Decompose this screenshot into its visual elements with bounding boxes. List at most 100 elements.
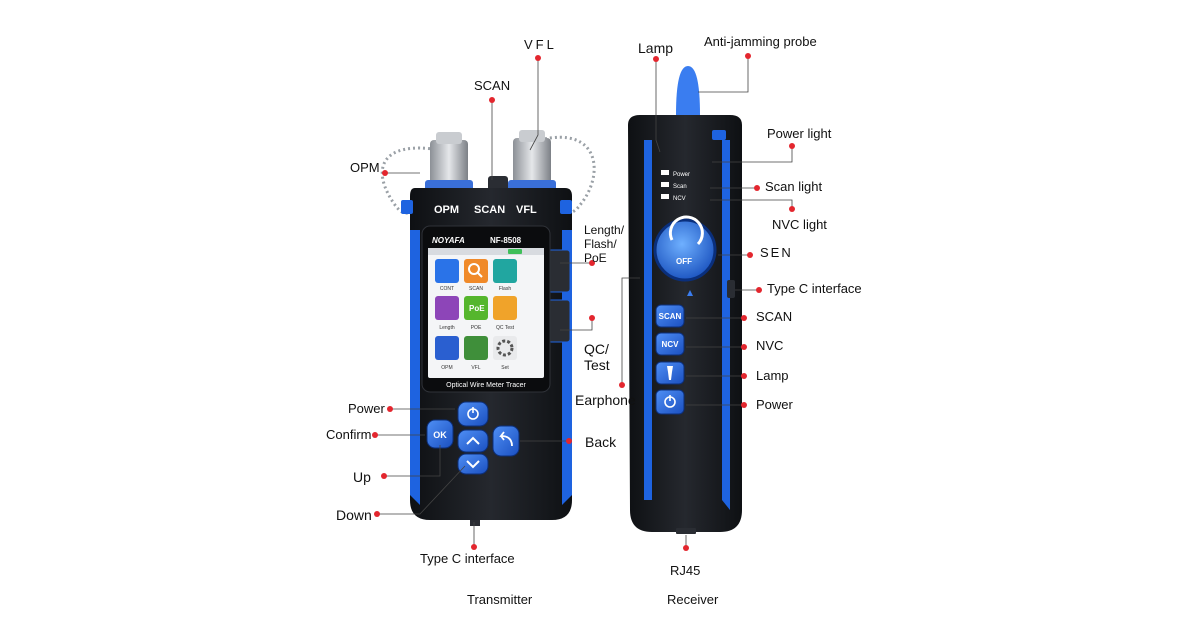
app-label-scan: SCAN — [469, 286, 483, 292]
caption-receiver: Receiver — [667, 592, 719, 607]
opm-dust-cap-chain — [380, 146, 441, 215]
power-key — [457, 401, 489, 427]
app-label-flash: Flash — [499, 286, 511, 292]
receiver-power-button — [655, 389, 685, 415]
up-key — [457, 429, 489, 453]
callout-dot-rj45 — [683, 545, 689, 551]
callout-dot-length-flash-poe — [589, 260, 595, 266]
app-label-set: Set — [501, 365, 509, 371]
back-key — [492, 425, 520, 457]
model-label: NF-8508 — [490, 236, 522, 245]
callout-power-rx: Power — [756, 397, 793, 412]
app-tile-qc-test — [493, 296, 517, 320]
callout-sen: SEN — [760, 245, 793, 260]
app-label-opm: OPM — [441, 365, 452, 371]
callout-confirm: Confirm — [326, 427, 372, 442]
down-key — [457, 453, 489, 475]
leader-lines — [375, 56, 793, 548]
callout-dot-type-c-rx — [756, 287, 762, 293]
port-label-opm: OPM — [434, 204, 459, 216]
callout-dot-nvc-light — [789, 206, 795, 212]
callout-nvc: NVC — [756, 338, 784, 353]
transmitter: OPM SCAN VFL NOYAFA NF-8508 PoE — [380, 130, 596, 526]
vfl-connector — [508, 130, 556, 192]
sensitivity-knob — [653, 218, 717, 282]
callout-vfl: VFL — [524, 37, 557, 52]
callout-dot-down — [374, 511, 380, 517]
app-label-vfl: VFL — [471, 365, 480, 371]
callout-opm: OPM — [350, 160, 380, 175]
brand-label: NOYAFA — [432, 236, 465, 245]
screen-app-grid: PoE — [435, 259, 517, 360]
callout-dot-lamp-rx — [741, 373, 747, 379]
app-label-poe: POE — [471, 325, 482, 331]
callout-dot-power-rx — [741, 402, 747, 408]
flashlight-icon — [667, 366, 673, 380]
callout-dot-confirm — [372, 432, 378, 438]
callout-dot-nvc — [741, 344, 747, 350]
caption-transmitter: Transmitter — [467, 592, 533, 607]
transmitter-right-trim — [562, 230, 572, 505]
callout-up: Up — [353, 469, 371, 485]
transmitter-left-trim — [410, 230, 420, 505]
callout-dot-up — [381, 473, 387, 479]
callout-type-c-tx: Type C interface — [420, 551, 515, 566]
callout-dot-sen — [747, 252, 753, 258]
app-label-qc-test: QC Test — [496, 325, 515, 331]
led-label-ncv: NCV — [673, 196, 686, 202]
callout-rj45: RJ45 — [670, 563, 701, 578]
callout-dot-earphone — [619, 382, 625, 388]
scan-led — [661, 182, 669, 187]
callout-dot-opm — [382, 170, 388, 176]
receiver-ncv-button — [655, 332, 685, 356]
callout-down: Down — [336, 507, 372, 523]
callout-dot-power-light — [789, 143, 795, 149]
callout-earphone: Earphone — [575, 392, 636, 408]
receiver-scan-button — [655, 304, 685, 328]
screen-title: Optical Wire Meter Tracer — [446, 382, 526, 389]
callout-type-c-rx: Type C interface — [767, 281, 862, 296]
callout-dot-scan-top — [489, 97, 495, 103]
callout-scan-rx: SCAN — [756, 309, 793, 324]
app-tile-length — [435, 296, 459, 320]
led-label-power: Power — [673, 172, 690, 178]
chevron-down-icon — [466, 460, 480, 469]
poe-icon-text: PoE — [469, 304, 485, 313]
ok-key-label: OK — [433, 430, 447, 440]
callout-dot-scan-rx — [741, 315, 747, 321]
callout-dot-anti-jamming — [745, 53, 751, 59]
callout-dot-qc-test — [589, 315, 595, 321]
app-tile-flash — [493, 259, 517, 283]
ncv-led — [661, 194, 669, 199]
rj45-port — [676, 528, 696, 534]
callout-lamp-rx: Lamp — [756, 368, 789, 383]
callout-dot-lamp-top — [653, 56, 659, 62]
keypad: OK — [426, 401, 520, 475]
callout-nvc-light: NVC light — [772, 217, 827, 232]
app-tile-vfl — [464, 336, 488, 360]
gear-icon — [496, 339, 514, 357]
callout-back: Back — [585, 434, 617, 450]
type-c-port-tx — [470, 520, 480, 526]
receiver-body — [628, 115, 742, 532]
callout-length-flash-poe: Length/ Flash/ PoE — [584, 223, 625, 265]
receiver-right-trim — [722, 140, 730, 510]
callout-dot-type-c-tx — [471, 544, 477, 550]
callout-power-tx: Power — [348, 401, 385, 416]
callout-scan-light: Scan light — [765, 179, 823, 194]
app-tile-opm — [435, 336, 459, 360]
callout-power-light: Power light — [767, 126, 832, 141]
callout-scan-top: SCAN — [474, 78, 511, 93]
callout-qc-test: QC/ Test — [584, 341, 610, 374]
app-label-cont: CONT — [440, 286, 454, 292]
opm-connector — [425, 132, 473, 192]
app-tile-poe — [464, 296, 488, 320]
app-tile-cont — [435, 259, 459, 283]
receiver-left-trim — [644, 140, 652, 500]
app-label-length: Length — [439, 325, 455, 331]
app-tile-scan — [464, 259, 488, 283]
anti-jamming-probe — [676, 66, 700, 115]
receiver-ncv-button-label: NCV — [662, 340, 680, 349]
